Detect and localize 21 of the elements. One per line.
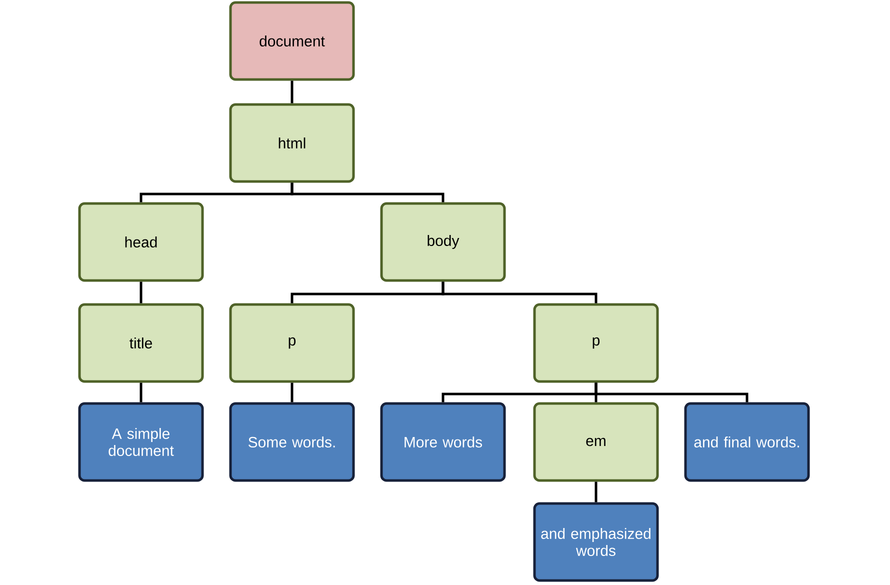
root-node-box: document [229,1,355,81]
connector-line [442,282,598,304]
element-box: head [78,202,204,282]
connector-line [290,382,294,402]
element-box: p [229,303,355,383]
element-box: html [229,103,355,183]
element-box: body [380,202,506,282]
text-node-box: Some words. [229,402,355,482]
connector-line [594,382,748,402]
element-box: title [78,303,204,383]
text-node-box: A simple document [78,402,204,482]
text-node-box: More words [380,402,506,482]
connector-line [594,482,598,502]
text-node-box: and emphasized words [533,502,659,582]
element-box: em [533,402,659,482]
connector-line [290,80,294,104]
element-box: p [533,303,659,383]
text-node-box: and final words. [684,402,810,482]
connector-line [290,182,444,202]
connector-line [140,382,142,402]
connector-line [140,282,142,304]
